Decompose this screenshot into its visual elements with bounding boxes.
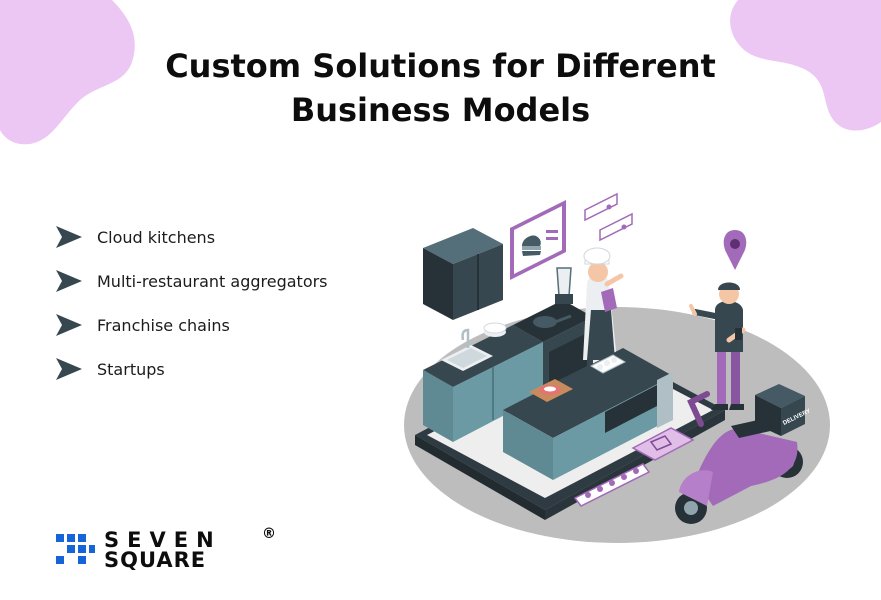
top-right-blob <box>730 0 881 131</box>
list-item-label: Startups <box>97 359 165 379</box>
star-icon <box>597 486 603 492</box>
logo-mark-icon <box>56 534 95 564</box>
seven-square-logo: SEVEN SQUARE ® <box>56 526 276 572</box>
arrow-bullet-icon <box>56 270 82 292</box>
arrow-bullet-icon <box>56 226 82 248</box>
order-card <box>631 427 695 461</box>
kitchen-delivery-illustration: DELIVERY <box>404 192 830 543</box>
list-item: Cloud kitchens <box>56 215 328 259</box>
title-line-1: Custom Solutions for Different <box>165 47 716 85</box>
top-left-blob <box>0 0 135 145</box>
steak-icon <box>529 379 573 402</box>
chef-figure <box>583 247 624 360</box>
star-icon <box>585 492 591 498</box>
arrow-bullet-icon <box>56 358 82 380</box>
star-rating-strip <box>573 463 651 507</box>
title-line-2: Business Models <box>290 91 591 129</box>
star-icon <box>609 480 615 486</box>
list-item-label: Franchise chains <box>97 315 230 335</box>
list-item: Franchise chains <box>56 303 328 347</box>
registered-mark: ® <box>262 526 276 542</box>
list-item: Multi-restaurant aggregators <box>56 259 328 303</box>
location-pin-icon <box>723 230 747 270</box>
logo-word-seven: SEVEN <box>104 528 222 552</box>
burger-icon <box>522 235 541 256</box>
arrow-bullet-icon <box>56 314 82 336</box>
list-item-label: Multi-restaurant aggregators <box>97 271 328 291</box>
star-icon <box>621 474 627 480</box>
star-icon <box>633 468 639 474</box>
business-model-list: Cloud kitchens Multi-restaurant aggregat… <box>56 215 328 391</box>
list-item-label: Cloud kitchens <box>97 227 216 247</box>
logo-word-square: SQUARE <box>104 548 207 572</box>
page-title: Custom Solutions for Different Business … <box>0 44 881 132</box>
list-item: Startups <box>56 347 328 391</box>
scooter: DELIVERY <box>675 384 812 524</box>
menu-board <box>510 200 566 280</box>
delivery-person-figure <box>689 282 746 410</box>
